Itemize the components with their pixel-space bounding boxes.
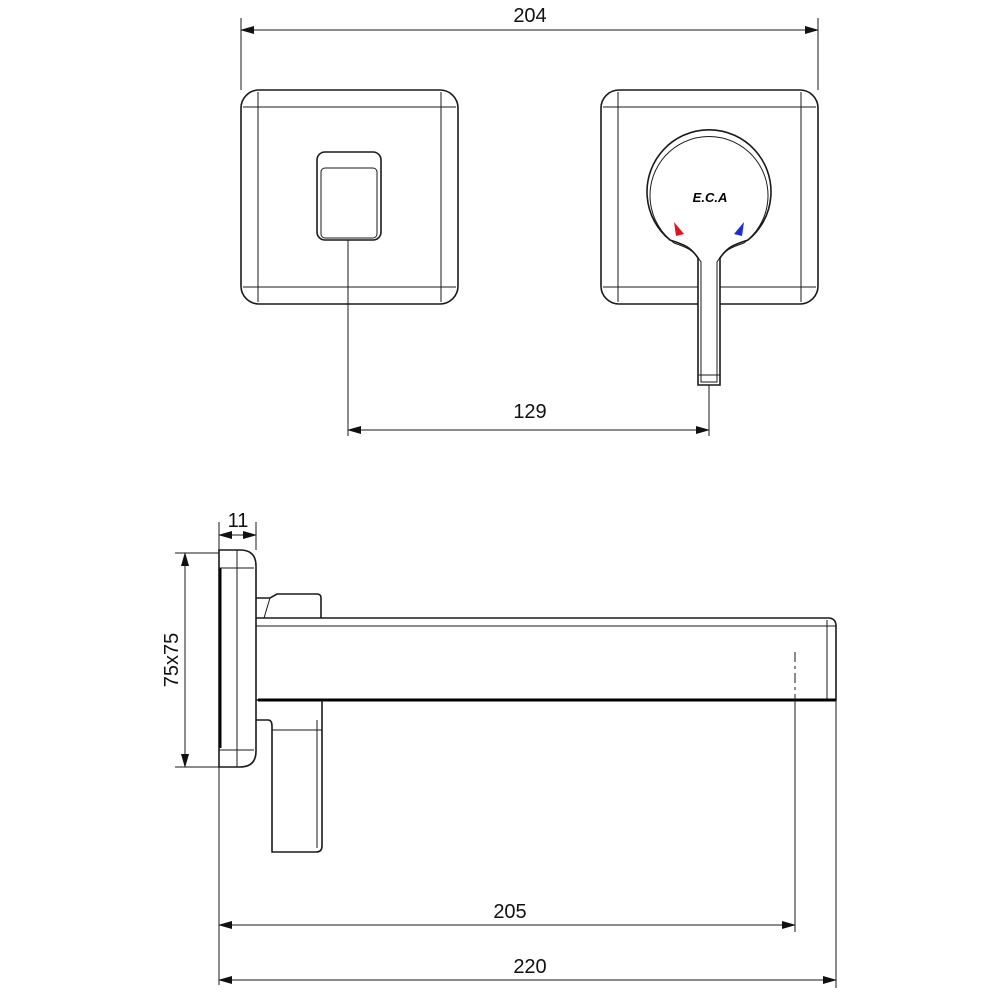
cold-indicator-icon	[734, 222, 744, 236]
dimension-label: 75x75	[161, 633, 183, 688]
front-view-mixer-plate: E.C.A	[600, 89, 819, 386]
dimension-205: 205	[218, 700, 796, 932]
mixer-handle: E.C.A	[646, 129, 772, 386]
dimension-label: 205	[493, 901, 526, 923]
diverter-button	[316, 151, 382, 241]
eca-logo: E.C.A	[693, 190, 728, 205]
dimension-75x75: 75x75	[161, 552, 219, 768]
dimension-label: 220	[513, 956, 546, 978]
front-view-diverter-plate	[240, 89, 459, 305]
hot-indicator-icon	[674, 222, 684, 236]
dimension-204: 204	[240, 5, 819, 90]
side-view	[218, 549, 837, 853]
dimension-11: 11	[218, 510, 257, 985]
dimension-129: 129	[347, 240, 710, 436]
dimension-label: 204	[513, 5, 546, 27]
dimension-label: 129	[513, 401, 546, 423]
dimension-label: 11	[228, 510, 249, 532]
dimension-220: 220	[218, 700, 837, 988]
